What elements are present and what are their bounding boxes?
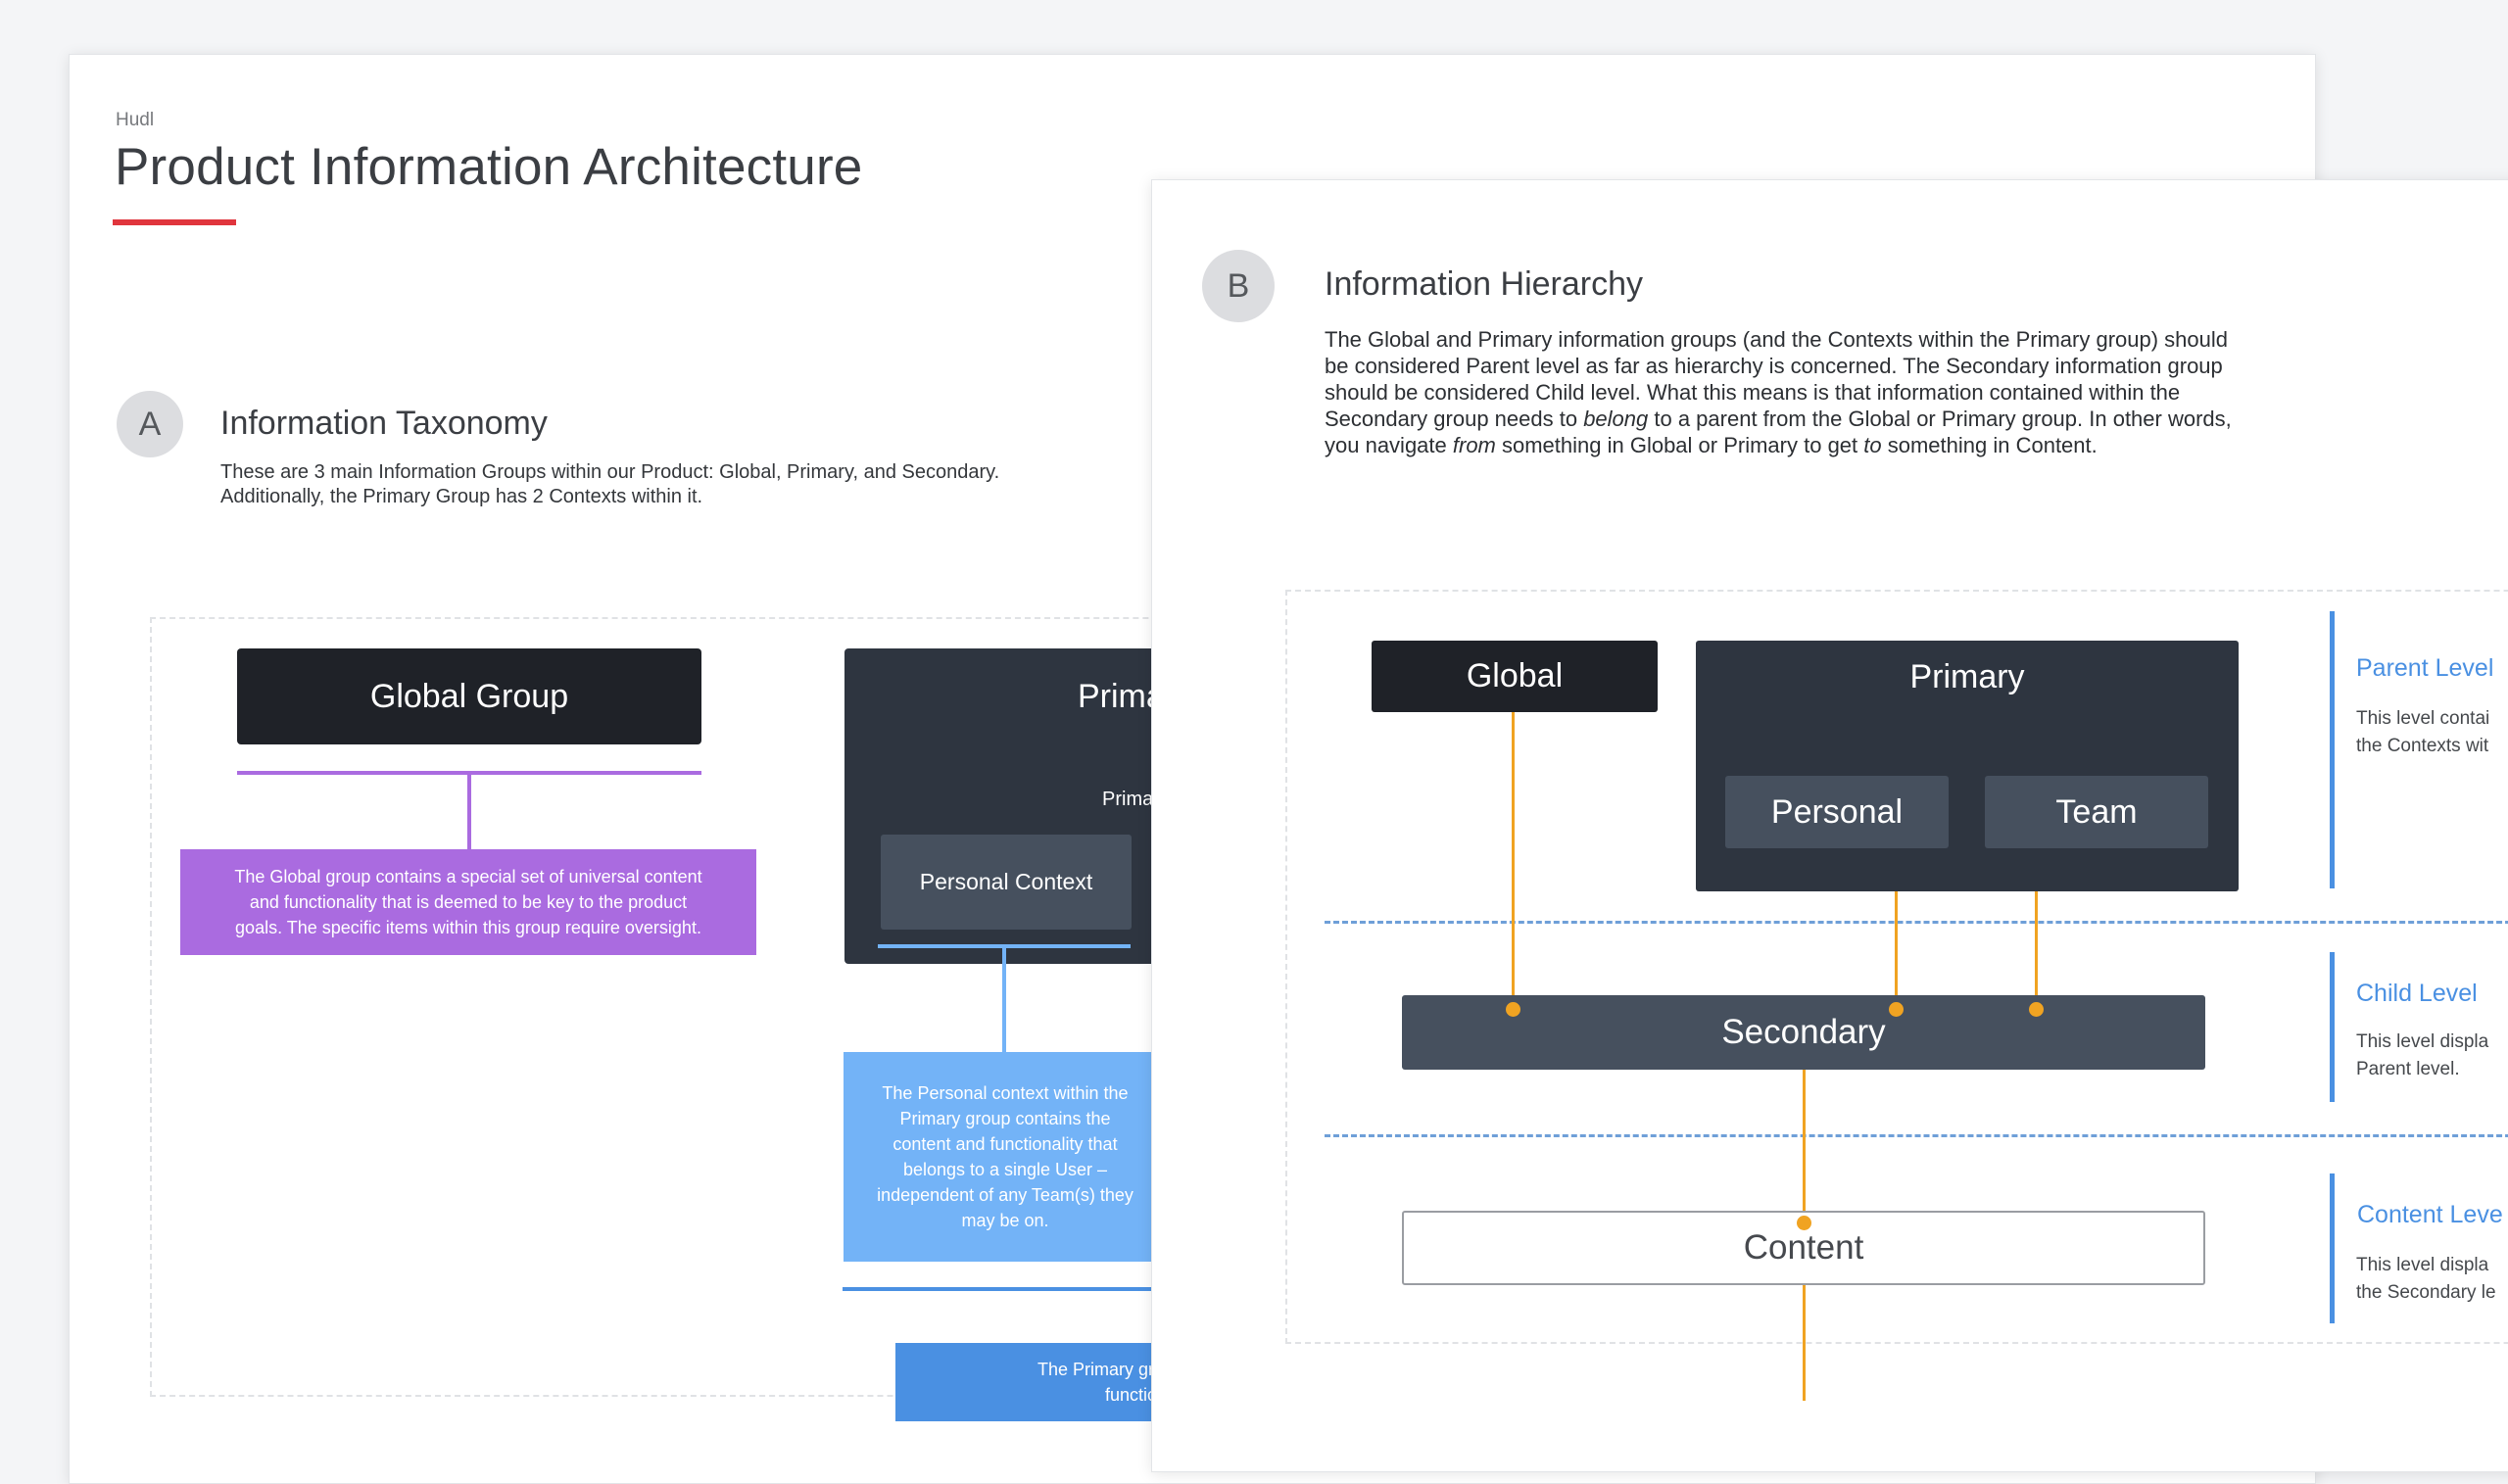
page-b: B Information Hierarchy The Global and P… xyxy=(1151,179,2508,1472)
section-b-badge: B xyxy=(1202,250,1275,322)
content-connector-dot xyxy=(1797,1216,1811,1230)
team-secondary-connector xyxy=(2035,846,2038,1009)
global-connector-dot xyxy=(1506,1002,1520,1017)
legend-child-level: Child Level This level displa Parent lev… xyxy=(2330,952,2508,1102)
section-b-title: Information Hierarchy xyxy=(1325,265,1644,303)
global-group-node: Global Group xyxy=(237,648,701,744)
section-a-title: Information Taxonomy xyxy=(220,405,548,442)
primary-node-label: Primary xyxy=(1909,658,2025,695)
personal-connector-dot xyxy=(1889,1002,1904,1017)
global-node: Global xyxy=(1372,641,1658,712)
global-connector xyxy=(467,771,471,849)
primary-node: Primary Personal Team xyxy=(1696,641,2239,891)
personal-connector xyxy=(1002,944,1006,1052)
team-node: Team xyxy=(1985,776,2208,848)
secondary-node: Secondary xyxy=(1402,995,2205,1070)
section-b-description: The Global and Primary information group… xyxy=(1325,327,2232,457)
legend-content-level: Content Leve This level displa the Secon… xyxy=(2330,1173,2508,1323)
title-underline xyxy=(113,219,236,225)
personal-node: Personal xyxy=(1725,776,1949,848)
primary-contexts-label: Prima xyxy=(1102,789,1154,810)
personal-context-node: Personal Context xyxy=(881,835,1132,930)
parent-child-divider xyxy=(1325,921,2508,924)
page-title: Product Information Architecture xyxy=(115,138,863,196)
legend-parent-level: Parent Level This level contai the Conte… xyxy=(2330,611,2508,888)
brand-label: Hudl xyxy=(116,110,155,130)
personal-context-note: The Personal context within the Primary … xyxy=(844,1052,1167,1262)
section-a-badge: A xyxy=(117,391,183,457)
hierarchy-diagram-frame xyxy=(1285,590,2508,1344)
team-connector-dot xyxy=(2029,1002,2044,1017)
section-a-description: These are 3 main Information Groups with… xyxy=(220,461,1000,507)
child-content-divider xyxy=(1325,1134,2508,1137)
primary-group-label: Prima xyxy=(1078,678,1165,715)
global-group-note: The Global group contains a special set … xyxy=(180,849,756,955)
personal-secondary-connector xyxy=(1895,846,1898,1009)
global-secondary-connector xyxy=(1512,711,1515,1009)
primary-bracket-line xyxy=(843,1287,1234,1291)
